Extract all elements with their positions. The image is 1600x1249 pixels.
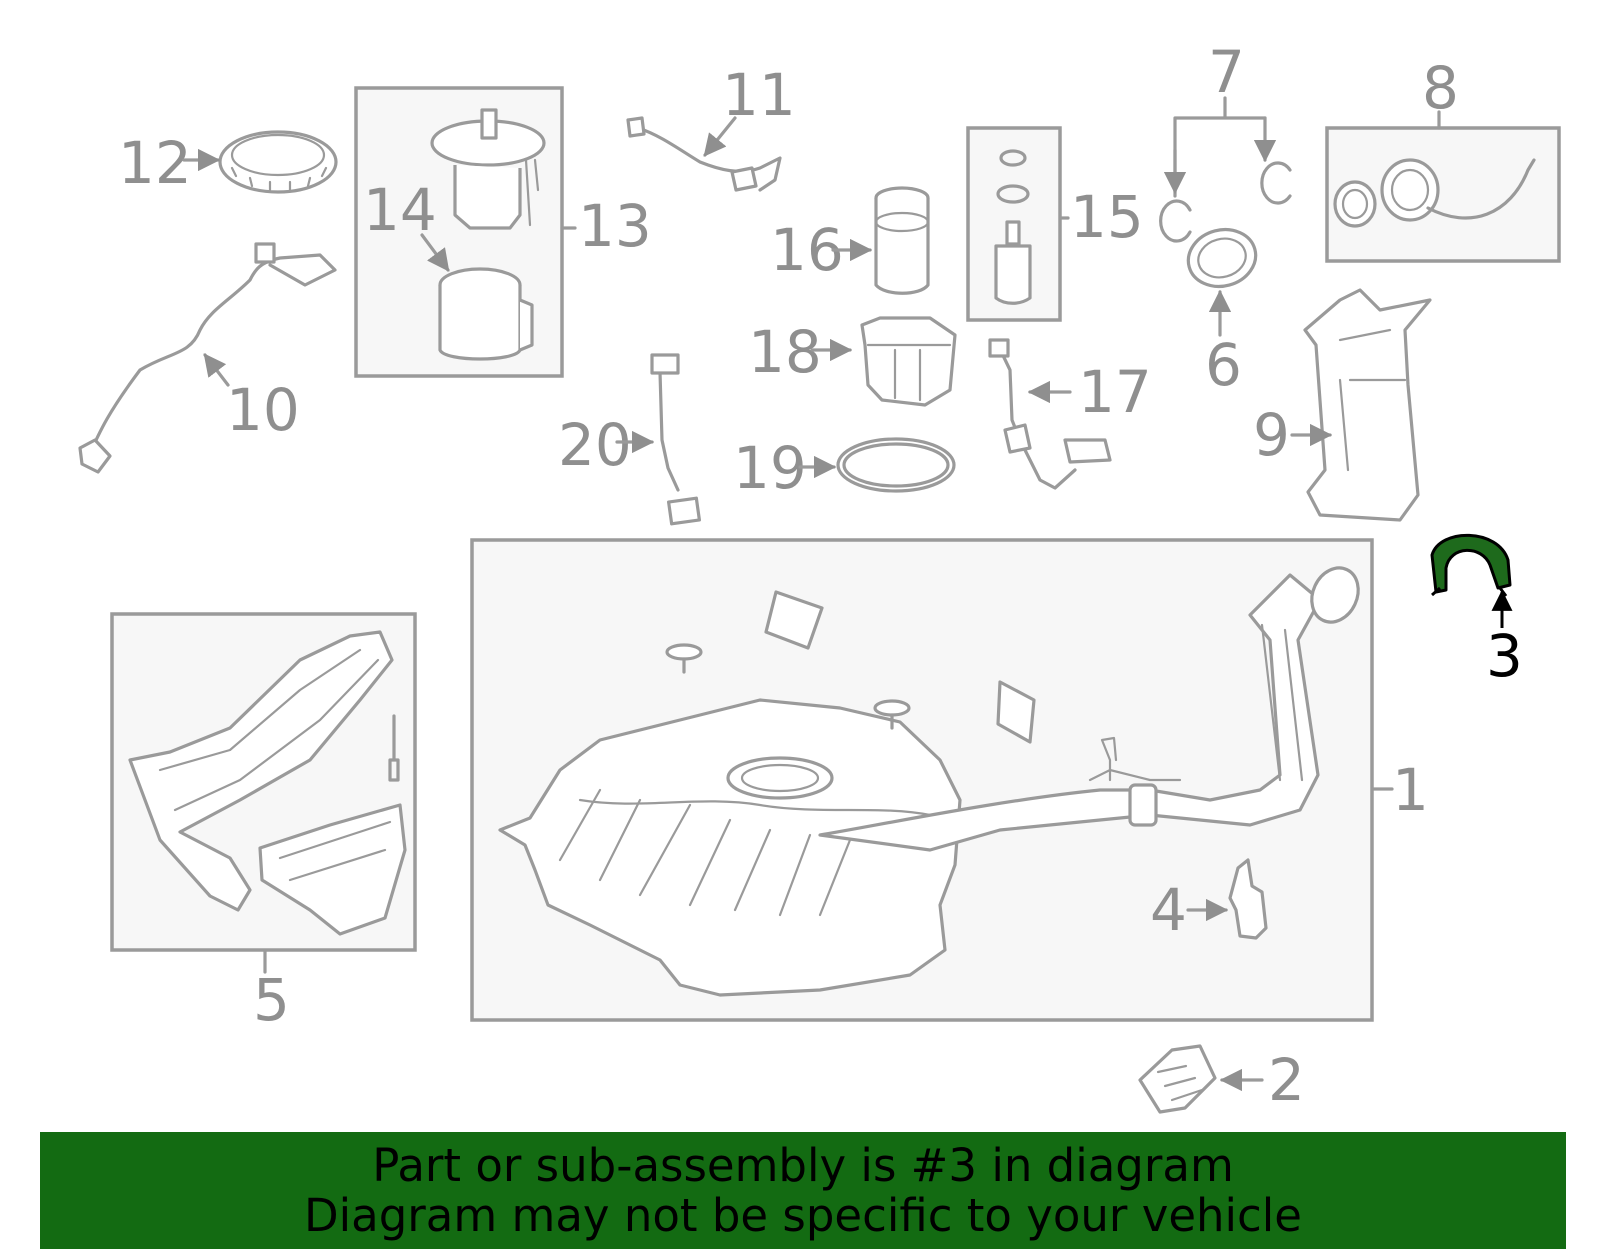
part-3-highlighted[interactable]: 3 (1430, 533, 1523, 690)
part-19[interactable]: 19 (733, 434, 956, 502)
callout-19: 19 (733, 434, 807, 502)
part-16[interactable]: 16 (770, 186, 930, 295)
part-12[interactable]: 12 (118, 129, 338, 197)
part-14[interactable]: 14 (363, 176, 534, 361)
part-15[interactable]: 15 (994, 149, 1144, 305)
part-18[interactable]: 18 (748, 316, 957, 407)
callout-6: 6 (1205, 331, 1242, 399)
callout-7: 7 (1208, 38, 1245, 106)
part-5[interactable]: 5 (128, 630, 407, 1034)
callout-14: 14 (363, 176, 437, 244)
callout-5: 5 (253, 966, 290, 1034)
callout-9: 9 (1253, 401, 1290, 469)
part-7[interactable]: 7 (1159, 38, 1292, 243)
banner-line-1: Part or sub-assembly is #3 in diagram (372, 1139, 1234, 1192)
part-8[interactable]: 8 (1333, 54, 1536, 228)
banner-line-2: Diagram may not be specific to your vehi… (304, 1189, 1302, 1242)
callout-12: 12 (118, 129, 192, 197)
part-4[interactable]: 4 (1150, 858, 1268, 944)
part-17[interactable]: 17 (988, 338, 1152, 490)
part-9[interactable]: 9 (1253, 288, 1432, 522)
callout-3: 3 (1486, 622, 1523, 690)
part-6[interactable]: 6 (1182, 222, 1262, 399)
part-11[interactable]: 11 (626, 61, 796, 192)
callout-1: 1 (1392, 756, 1429, 824)
part-2[interactable]: 2 (1138, 1044, 1305, 1114)
callout-20: 20 (558, 411, 632, 479)
callout-13: 13 (578, 192, 652, 260)
callout-8: 8 (1422, 54, 1459, 122)
part-20[interactable]: 20 (558, 353, 701, 526)
fuel-tank-part[interactable]: 1 (498, 560, 1429, 997)
callout-17: 17 (1078, 358, 1152, 426)
callout-4: 4 (1150, 876, 1187, 944)
part-10[interactable]: 10 (78, 242, 337, 474)
callout-2: 2 (1268, 1046, 1305, 1114)
callout-18: 18 (748, 318, 822, 386)
callout-15: 15 (1070, 183, 1144, 251)
part-13[interactable]: 13 (430, 108, 652, 260)
info-banner: Part or sub-assembly is #3 in diagram Di… (40, 1132, 1566, 1249)
callout-10: 10 (226, 376, 300, 444)
